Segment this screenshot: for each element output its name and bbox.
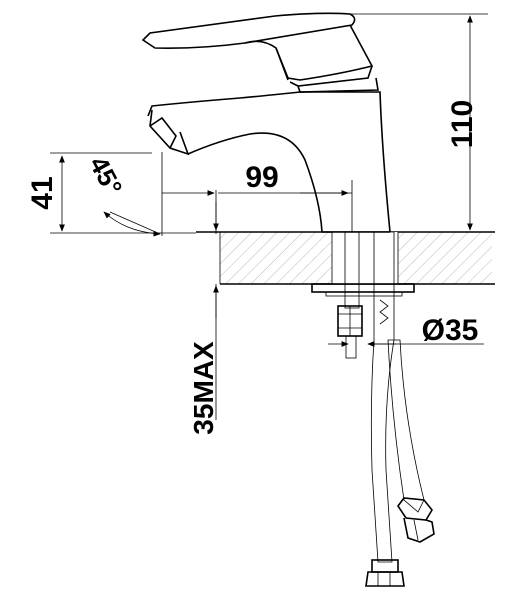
flexible-hoses	[365, 231, 435, 587]
mounting-hardware	[311, 231, 415, 359]
dimension-spout-angle: 45°	[83, 151, 163, 237]
hole-diameter-value: Ø35	[422, 314, 479, 347]
faucet-body	[141, 12, 391, 233]
dimension-max-deck-thickness: 35MAX	[188, 202, 219, 435]
dimension-height: 110	[350, 13, 488, 231]
spout-height-value: 41	[26, 176, 59, 209]
right-hose-fitting	[397, 497, 435, 543]
spout-angle-value: 45°	[83, 151, 128, 200]
countertop-deck	[196, 231, 495, 285]
max-deck-thickness-value: 35MAX	[188, 341, 219, 435]
dimension-hole-diameter: Ø35	[328, 314, 484, 347]
spout-reach-value: 99	[245, 161, 278, 194]
bottom-hose-fitting	[365, 559, 405, 587]
dimension-spout-reach: 99	[162, 161, 353, 234]
height-value: 110	[446, 100, 479, 148]
